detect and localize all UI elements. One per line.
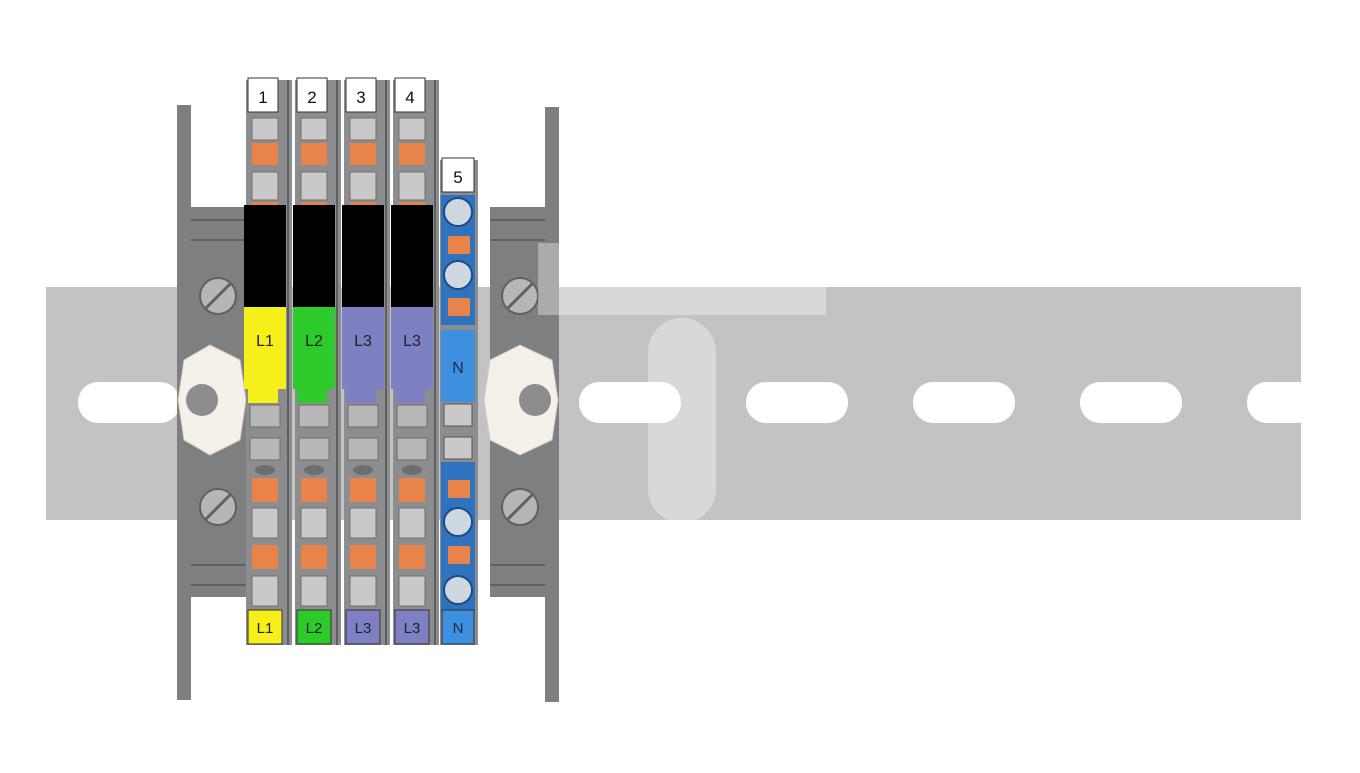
end-bracket-right (483, 107, 559, 702)
clamp-window (398, 575, 426, 607)
terminal-number: 2 (307, 88, 316, 107)
watermark-logo (538, 243, 826, 523)
terminal-cover (391, 205, 433, 307)
clamp-spring (252, 478, 278, 502)
clamp-window (300, 117, 328, 141)
terminal-number-tag (345, 77, 377, 113)
rail-slot (746, 382, 848, 423)
terminal-number: 3 (356, 88, 365, 107)
clamp-window (349, 171, 377, 201)
clamp-spring (399, 478, 425, 502)
clamp-spring (350, 478, 376, 502)
terminal-number-tag (441, 157, 475, 193)
bottom-marker (296, 609, 332, 645)
terminal-number: 4 (405, 88, 414, 107)
bottom-label: L1 (257, 620, 274, 637)
clamp-window (398, 117, 426, 141)
neutral-marker (441, 330, 475, 402)
terminal-number: 5 (453, 168, 462, 187)
bottom-marker (441, 609, 475, 645)
clamp-window (300, 575, 328, 607)
bottom-marker (247, 609, 283, 645)
terminal-number-tag (247, 77, 279, 113)
terminal-cover (244, 205, 286, 307)
clamp-window (349, 507, 377, 539)
clamp-spring (301, 545, 327, 569)
clamp-window (398, 507, 426, 539)
phase-label: L2 (305, 333, 323, 350)
clamp-window (300, 171, 328, 201)
rail-slot (579, 382, 681, 423)
neutral-label: N (452, 360, 464, 377)
phase-label: L3 (403, 333, 421, 350)
terminal-number-tag (296, 77, 328, 113)
rail-slots (78, 382, 1317, 423)
clamp-window (349, 117, 377, 141)
phase-label: L3 (354, 333, 372, 350)
bottom-marker (394, 609, 430, 645)
phase-marker (244, 307, 286, 389)
clamp-window (251, 171, 279, 201)
clamp-spring (399, 545, 425, 569)
clamp-spring (399, 143, 425, 165)
clamp-window (251, 575, 279, 607)
end-bracket-left (177, 105, 247, 700)
clamp-spring (301, 143, 327, 165)
clamp-spring (350, 545, 376, 569)
terminal-number: 1 (258, 88, 267, 107)
clamp-spring (252, 143, 278, 165)
clamp-window (251, 117, 279, 141)
clamp-window (300, 507, 328, 539)
terminal-cover (293, 205, 335, 307)
bottom-label: L3 (355, 620, 372, 637)
clamp-window (251, 507, 279, 539)
clamp-spring (252, 545, 278, 569)
terminal-cover (342, 205, 384, 307)
rail-slot (1080, 382, 1182, 423)
rail-slot (913, 382, 1015, 423)
terminal-block-5: 5N N (440, 157, 478, 645)
terminal-number-tag (394, 77, 426, 113)
rail-slot (1247, 382, 1317, 423)
bottom-label: L3 (404, 620, 421, 637)
clamp-spring (301, 478, 327, 502)
bottom-marker (345, 609, 381, 645)
rail-slot (78, 382, 180, 423)
clamp-window (349, 575, 377, 607)
bottom-label: L2 (306, 620, 323, 637)
clamp-spring (350, 143, 376, 165)
phase-label: L1 (256, 333, 274, 350)
phase-marker (342, 307, 384, 389)
clamp-window (398, 171, 426, 201)
phase-marker (293, 307, 335, 389)
bottom-label: N (453, 620, 464, 637)
phase-marker (391, 307, 433, 389)
